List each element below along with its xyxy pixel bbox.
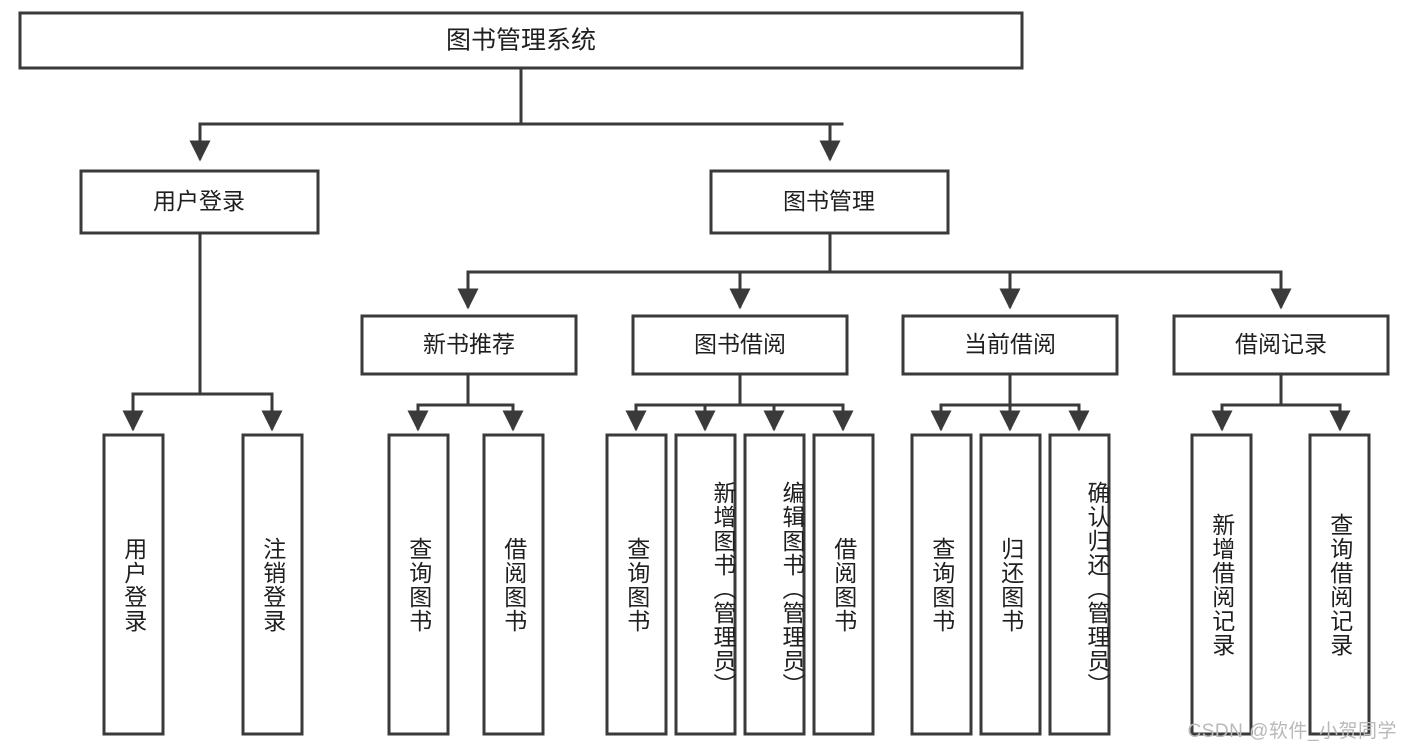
connector-current-to-leaves (930, 372, 1090, 432)
node-book-management[interactable]: 图书管理 (709, 169, 950, 235)
node-current-borrow[interactable]: 当前借阅 (901, 314, 1119, 376)
leaf-node-records-add[interactable] (1190, 433, 1253, 736)
node-new-book-recommend-label: 新书推荐 (423, 331, 515, 357)
connector-records-to-leaves (1211, 372, 1351, 432)
node-current-borrow-label: 当前借阅 (964, 331, 1056, 357)
node-user-login[interactable]: 用户登录 (79, 169, 320, 235)
node-book-management-label: 图书管理 (783, 188, 875, 214)
node-borrow-records[interactable]: 借阅记录 (1172, 314, 1390, 376)
leaf-node-borrow-add[interactable] (674, 433, 737, 736)
node-user-login-label: 用户登录 (153, 188, 245, 214)
node-book-borrow[interactable]: 图书借阅 (631, 314, 849, 376)
leaf-node-current-query[interactable] (910, 433, 973, 736)
leaf-node-newbook-query[interactable] (387, 433, 450, 736)
connector-borrow-to-leaves (625, 372, 854, 432)
node-book-borrow-label: 图书借阅 (694, 331, 786, 357)
connector-root-to-level2 (189, 66, 844, 162)
connector-userlogin-to-leaves (122, 230, 283, 432)
csdn-watermark: CSDN @软件_小贺同学 (1187, 721, 1397, 742)
node-root[interactable]: 图书管理系统 (18, 11, 1024, 70)
leaf-node-borrow-edit[interactable] (743, 433, 806, 736)
node-root-label: 图书管理系统 (446, 27, 596, 55)
leaf-node-current-return[interactable] (979, 433, 1042, 736)
node-borrow-records-label: 借阅记录 (1235, 331, 1327, 357)
node-new-book-recommend[interactable]: 新书推荐 (360, 314, 578, 376)
leaf-node-user-login-login[interactable] (102, 433, 165, 736)
leaf-node-current-confirm[interactable] (1048, 433, 1111, 736)
connector-newbook-to-leaves (407, 372, 524, 432)
leaf-node-user-login-logout[interactable] (241, 433, 304, 736)
leaf-node-borrow-lend[interactable] (812, 433, 875, 736)
leaf-node-records-query[interactable] (1308, 433, 1371, 736)
connector-bookmgmt-to-level3 (457, 230, 1292, 310)
leaf-node-borrow-query[interactable] (605, 433, 668, 736)
leaf-node-newbook-borrow[interactable] (482, 433, 545, 736)
